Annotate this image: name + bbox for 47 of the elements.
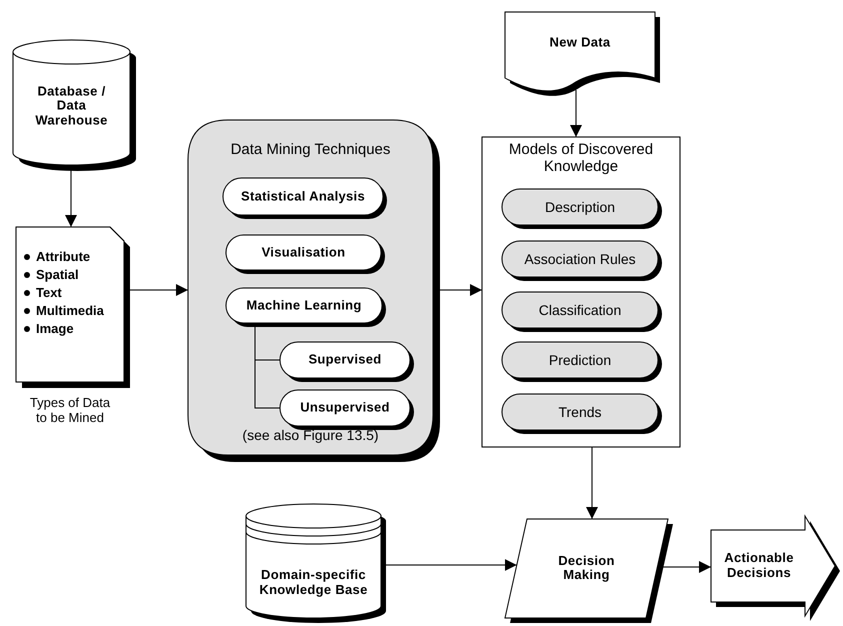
arrow	[440, 284, 482, 296]
node-label: Trends	[557, 404, 603, 420]
panel-heading: Data Mining Techniques	[230, 141, 392, 158]
rounded-box	[280, 390, 414, 430]
note: (see also Figure 13.5)	[241, 427, 380, 444]
arrow	[586, 446, 598, 520]
rounded-box	[502, 189, 662, 229]
rounded-box	[223, 178, 387, 219]
node-label: New Data	[548, 36, 612, 50]
node-label: Database / Data Warehouse	[34, 84, 109, 129]
document-shape	[16, 227, 130, 388]
node-label: Supervised	[307, 352, 383, 368]
rounded-box	[226, 288, 386, 327]
output-arrow-shape	[711, 516, 840, 621]
rounded-box	[502, 394, 662, 434]
decision-parallelogram	[505, 519, 673, 623]
arrow	[386, 559, 518, 571]
document-shape	[505, 12, 660, 95]
node-label: Association Rules	[523, 250, 637, 268]
node-label: Decision Making	[557, 554, 616, 584]
rounded-box	[226, 235, 385, 274]
list-text: Attribute	[36, 249, 90, 264]
node-label: Prediction	[548, 352, 612, 368]
node-label: Actionable Decisions	[723, 551, 795, 581]
node-label: Description	[544, 198, 616, 216]
list-text: Text	[36, 285, 62, 300]
node-label: Domain-specific Knowledge Base	[258, 568, 369, 598]
list-text: Spatial	[36, 267, 79, 282]
arrow	[570, 90, 582, 138]
list-text: Image	[36, 321, 74, 336]
list-text: Multimedia	[36, 303, 104, 318]
rounded-box	[280, 342, 414, 382]
node-label: Visualisation	[260, 245, 346, 260]
node-label: Unsupervised	[299, 400, 391, 416]
rounded-box	[502, 292, 662, 332]
arrow	[130, 284, 188, 296]
node-label: Machine Learning	[245, 298, 363, 313]
node-label: Classification	[538, 302, 622, 318]
node-label: Types of Data to be Mined	[28, 396, 112, 426]
rounded-box	[502, 342, 662, 382]
database-cylinder	[246, 504, 386, 623]
model-box	[482, 137, 680, 447]
node-label: Statistical Analysis	[240, 189, 366, 204]
rounded-box	[502, 241, 662, 281]
box-heading: Models of Discovered Knowledge	[508, 141, 654, 176]
database-cylinder	[13, 40, 136, 171]
technique-panel	[188, 120, 440, 462]
